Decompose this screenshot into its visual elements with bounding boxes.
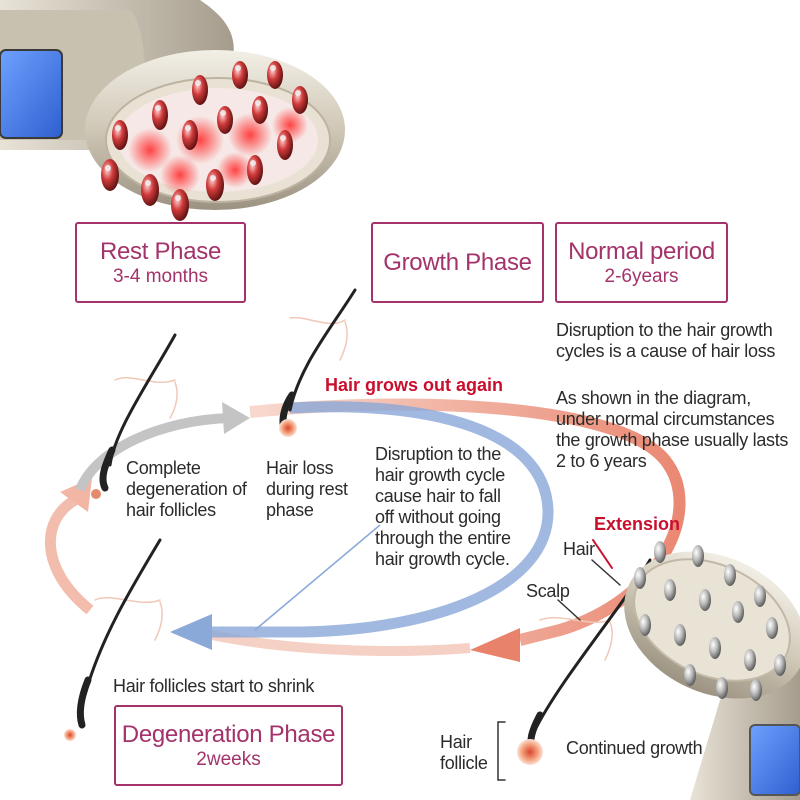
grows-out-again-label: Hair grows out again (325, 375, 504, 395)
growth-duration-note: As shown in the diagram, under normal ci… (556, 388, 789, 471)
normal-period-title: Normal period (568, 237, 715, 265)
scalp-label: Scalp (526, 581, 570, 601)
arrow-head-red (470, 628, 520, 662)
arrow-head-blue (170, 614, 212, 650)
growth-phase-title: Growth Phase (383, 248, 532, 276)
rest-phase-duration: 3-4 months (112, 265, 209, 287)
normal-period-box: Normal period 2-6years (555, 222, 728, 303)
device-top-image (0, 0, 345, 221)
center-disruption-note: Disruption to the hair growth cycle caus… (375, 444, 511, 569)
rest-phase-title: Rest Phase (99, 237, 222, 265)
lcd-screen-bottom (749, 724, 800, 796)
disruption-cause-note: Disruption to the hair growth cycles is … (556, 320, 776, 361)
degeneration-phase-box: Degeneration Phase 2weeks (114, 705, 343, 786)
brush-pins-top (101, 61, 308, 221)
hair-loss-rest-label: Hair loss during rest phase (266, 458, 348, 520)
extension-label: Extension (594, 514, 681, 534)
degeneration-phase-duration: 2weeks (196, 748, 261, 770)
continued-growth-label: Continued growth (566, 738, 703, 758)
hair-label: Hair (563, 539, 595, 559)
red-led-glow (128, 107, 308, 195)
arrow-head-gray (222, 402, 250, 434)
hair-follicle-label: Hair follicle (440, 732, 488, 773)
growth-phase-box: Growth Phase (371, 222, 544, 303)
follicles-shrink-label: Hair follicles start to shrink (113, 676, 315, 696)
rest-phase-box: Rest Phase 3-4 months (75, 222, 246, 303)
lcd-screen-top (0, 49, 63, 139)
hair-illustrations (64, 288, 652, 781)
brush-pins-bottom (634, 541, 786, 701)
complete-degeneration-label: Complete degeneration of hair follicles (126, 458, 247, 520)
normal-period-duration: 2-6years (604, 265, 679, 287)
degeneration-phase-title: Degeneration Phase (121, 720, 336, 748)
device-bottom-image (624, 541, 800, 800)
